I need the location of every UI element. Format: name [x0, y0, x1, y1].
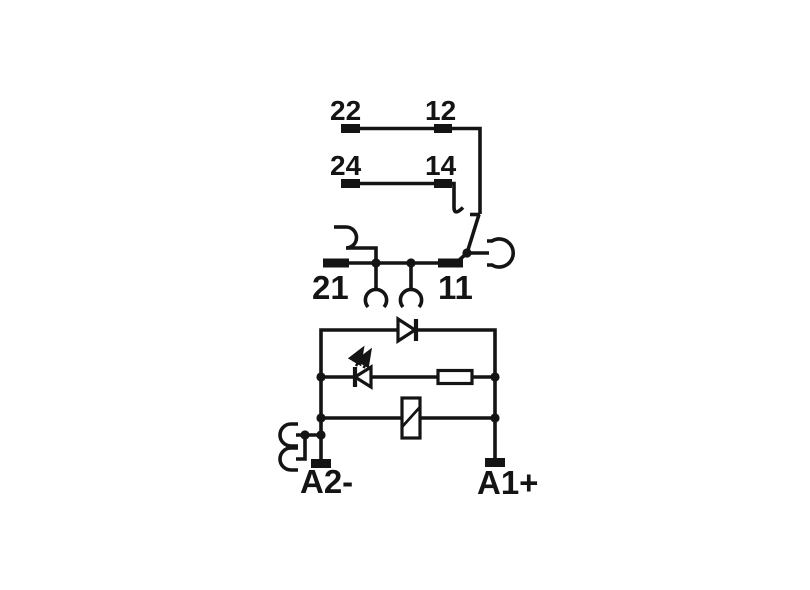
terminal-block-a2: [311, 459, 331, 468]
junction-dot: [490, 413, 500, 423]
plug-arc-a2-upper: [278, 422, 292, 448]
plug-arc-21: [345, 225, 359, 250]
terminal-block-22: [341, 124, 360, 133]
terminal-label-11: 11: [438, 269, 473, 306]
freewheeling-diode-triangle: [396, 316, 418, 344]
terminal-block-a1: [485, 458, 505, 467]
junction-dot: [316, 430, 326, 440]
plug-arc-a2-lower: [278, 446, 292, 472]
plug-arc-a2-lower-serifs: [291, 446, 298, 472]
resistor-symbol: [436, 368, 474, 386]
changeover-lever: [465, 213, 481, 254]
junction-dot: [300, 430, 310, 440]
plug-arc-1: [363, 287, 389, 309]
junction-dot: [316, 372, 326, 382]
terminal-block-14: [434, 179, 452, 188]
terminal-label-21: 21: [312, 269, 349, 306]
junction-dot: [316, 413, 326, 423]
terminal-label-24: 24: [330, 150, 362, 181]
plug-arc-2: [398, 287, 424, 309]
terminal-block-24: [341, 179, 360, 188]
rail-a2-top-wire: [319, 328, 398, 459]
terminal-label-12: 12: [425, 95, 456, 126]
led-light-arrow: [347, 345, 365, 367]
led-triangle: [351, 364, 373, 390]
junction-dot: [490, 372, 500, 382]
terminal-label-a1: A1+: [477, 464, 538, 501]
contact-section: 22 12 24 14 21 11: [312, 95, 515, 309]
terminal-label-22: 22: [330, 95, 361, 126]
plug-arc-a2-upper-serifs: [291, 422, 298, 448]
junction-dot: [406, 258, 416, 268]
junction-dot-lever-pivot: [462, 248, 472, 258]
terminal-block-12: [434, 124, 452, 133]
wire-22-12-nc: [350, 126, 482, 214]
wire-24-14-no: [350, 181, 465, 214]
common-bus-wire: [323, 251, 489, 265]
plug-wire-a2-lower: [296, 435, 307, 461]
led-light-arrow: [355, 347, 373, 369]
plug-arc-21-wire: [346, 246, 378, 263]
relay-coil-slash: [400, 406, 422, 428]
plug-arc-common: [491, 237, 515, 269]
junction-dot: [371, 258, 381, 268]
rail-a1-top-wire: [416, 328, 497, 458]
terminal-label-14: 14: [425, 150, 457, 181]
coil-section: A2- A1+: [278, 316, 538, 501]
terminal-label-a2: A2-: [300, 463, 353, 500]
